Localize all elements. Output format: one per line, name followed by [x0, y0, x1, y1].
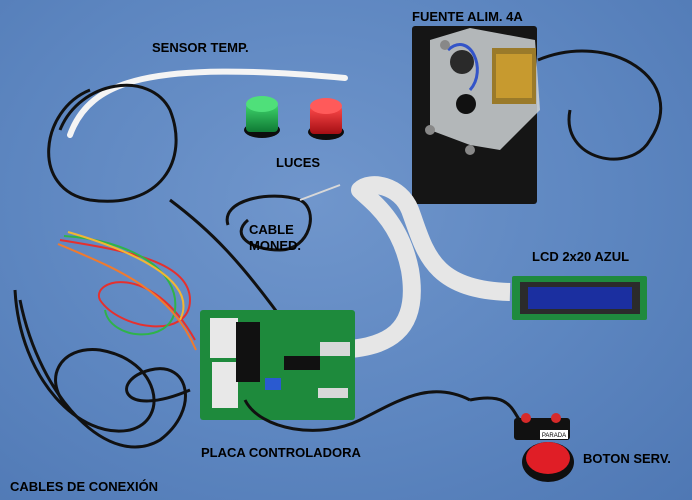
button-cable — [243, 390, 471, 432]
lights-label: LUCES — [276, 155, 321, 170]
service-button-label: BOTON SERV. — [583, 451, 671, 466]
coin-cable — [225, 194, 312, 252]
connector-block — [210, 318, 238, 358]
coin-cable-label-line2: MONED. — [249, 238, 301, 253]
green-light — [244, 96, 280, 138]
sensor-white-cable — [67, 68, 348, 138]
connection-cables-label: CABLES DE CONEXIÓN — [10, 479, 159, 494]
lcd-label: LCD 2x20 AZUL — [532, 249, 630, 264]
power-cable — [537, 49, 663, 161]
coin-cable-label-line1: CABLE — [249, 222, 294, 237]
lcd-screen — [528, 287, 632, 309]
sensor-black-cable — [47, 83, 178, 203]
controller-board-label: PLACA CONTROLADORA — [201, 445, 361, 460]
button-caption: PARADA — [542, 433, 566, 439]
controller-board — [200, 310, 355, 420]
dip-switch — [265, 378, 281, 390]
power-supply-module — [412, 26, 540, 204]
red-light — [308, 98, 344, 140]
lcd-module — [512, 276, 647, 320]
relays — [236, 322, 260, 382]
connection-cables — [13, 231, 197, 449]
power-supply-label: FUENTE ALIM. 4A — [412, 9, 523, 24]
microcontroller — [284, 356, 320, 370]
temp-sensor-label: SENSOR TEMP. — [152, 40, 249, 55]
service-button: PARADA — [514, 413, 574, 482]
capacitor — [450, 50, 474, 74]
button-caption-plate — [540, 430, 568, 439]
ribbon-cable — [329, 176, 511, 359]
